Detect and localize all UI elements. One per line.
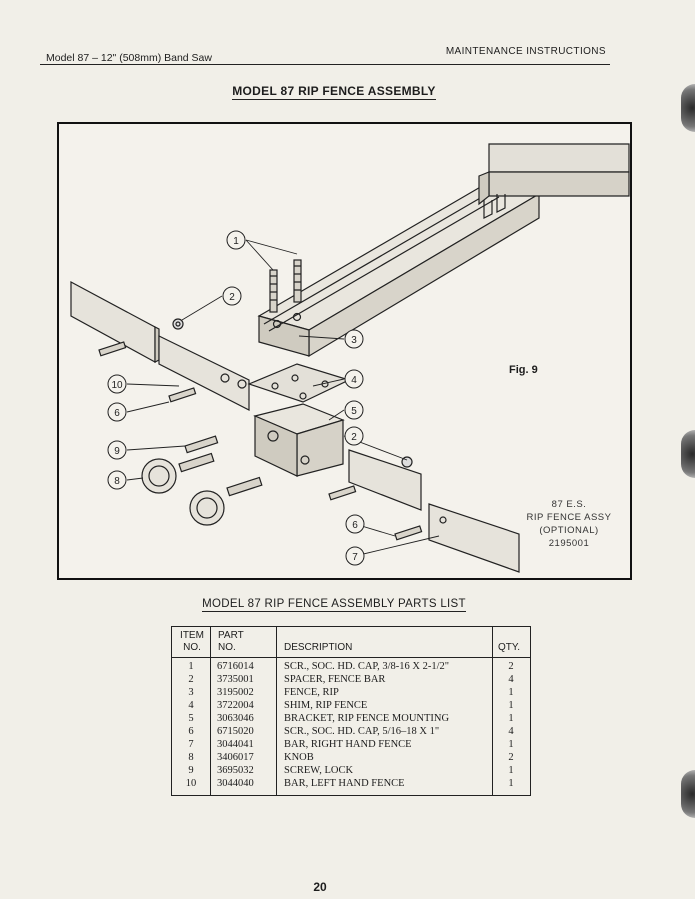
cell-description: SCREW, LOCK	[284, 765, 354, 776]
callout-10: 10	[111, 380, 123, 391]
cell-item: 6	[188, 726, 194, 737]
table-row: 4 3722004 SHIM, RIP FENCE 1	[172, 700, 530, 713]
cell-part: 3735001	[217, 674, 254, 685]
table-row: 5 3063046 BRACKET, RIP FENCE MOUNTING 1	[172, 713, 530, 726]
cell-description: BAR, LEFT HAND FENCE	[284, 778, 405, 789]
callout-circles	[107, 230, 365, 566]
rip-fence-bar	[257, 143, 630, 358]
cell-part: 3044040	[217, 778, 254, 789]
header-description: DESCRIPTION	[284, 642, 353, 653]
cell-qty: 4	[508, 674, 514, 685]
table-row: 1 6716014 SCR., SOC. HD. CAP, 3/8-16 X 2-1…	[172, 661, 530, 674]
header-divider	[172, 657, 530, 658]
binder-ring-bottom	[681, 770, 695, 818]
header-part: PART NO.	[218, 630, 244, 653]
cell-item: 1	[188, 661, 194, 672]
cap-screws-top	[269, 259, 302, 313]
left-fence-bar	[70, 280, 250, 411]
cell-description: SCR., SOC. HD. CAP, 5/16–18 X 1"	[284, 726, 440, 737]
cell-description: SPACER, FENCE BAR	[284, 674, 386, 685]
col-divider	[210, 627, 211, 795]
exploded-diagram: 1 2 3 4 5 2 6 7 10 6 9 8	[70, 143, 630, 573]
cell-description: SHIM, RIP FENCE	[284, 700, 368, 711]
callout-7: 7	[352, 552, 358, 563]
callout-numbers: 1 2 3 4 5 2 6 7 10 6 9 8	[111, 236, 358, 563]
header-model: Model 87 – 12" (508mm) Band Saw	[46, 52, 212, 64]
table-row: 9 3695032 SCREW, LOCK 1	[172, 765, 530, 778]
cell-description: KNOB	[284, 752, 314, 763]
cell-description: BAR, RIGHT HAND FENCE	[284, 739, 412, 750]
cell-qty: 1	[508, 778, 514, 789]
table-row: 6 6715020 SCR., SOC. HD. CAP, 5/16–18 X 1"…	[172, 726, 530, 739]
cell-qty: 1	[508, 713, 514, 724]
cell-description: SCR., SOC. HD. CAP, 3/8-16 X 2-1/2"	[284, 661, 450, 672]
cell-part: 3722004	[217, 700, 254, 711]
cap-screws-side	[98, 341, 423, 541]
callout-6: 6	[114, 408, 120, 419]
cell-qty: 4	[508, 726, 514, 737]
cell-qty: 1	[508, 765, 514, 776]
figure-label: Fig. 9	[509, 364, 538, 376]
table-row: 3 3195002 FENCE, RIP 1	[172, 687, 530, 700]
page-number: 20	[313, 880, 327, 894]
cell-part: 6715020	[217, 726, 254, 737]
cell-qty: 1	[508, 687, 514, 698]
cell-description: FENCE, RIP	[284, 687, 339, 698]
callout-8: 8	[114, 476, 120, 487]
binder-ring-middle	[681, 430, 695, 478]
table-row: 10 3044040 BAR, LEFT HAND FENCE 1	[172, 778, 530, 791]
header-qty: QTY.	[498, 642, 521, 653]
callout-2: 2	[229, 292, 235, 303]
cell-item: 8	[188, 752, 194, 763]
header-item: ITEM NO.	[180, 630, 204, 653]
callout-5: 5	[351, 406, 357, 417]
table-row: 8 3406017 KNOB 2	[172, 752, 530, 765]
mounting-bracket	[253, 403, 345, 477]
cell-item: 3	[188, 687, 194, 698]
cell-item: 4	[188, 700, 194, 711]
cell-part: 3063046	[217, 713, 254, 724]
parts-list-title: MODEL 87 RIP FENCE ASSEMBLY PARTS LIST	[202, 598, 466, 612]
callout-6b: 6	[352, 520, 358, 531]
knobs	[141, 452, 263, 526]
right-fence-bar	[348, 449, 520, 573]
col-divider	[276, 627, 277, 795]
callout-1: 1	[233, 236, 239, 247]
cell-part: 3406017	[217, 752, 254, 763]
cell-part: 3044041	[217, 739, 254, 750]
cell-item: 9	[188, 765, 194, 776]
cell-item: 10	[185, 778, 197, 789]
cell-item: 7	[188, 739, 194, 750]
callout-3: 3	[351, 335, 357, 346]
table-row: 7 3044041 BAR, RIGHT HAND FENCE 1	[172, 739, 530, 752]
optional-assembly-note: 87 E.S. RIP FENCE ASSY (OPTIONAL) 219500…	[526, 499, 612, 549]
cell-part: 3195002	[217, 687, 254, 698]
cell-qty: 2	[508, 661, 514, 672]
cell-description: BRACKET, RIP FENCE MOUNTING	[284, 713, 450, 724]
figure-title: MODEL 87 RIP FENCE ASSEMBLY	[232, 84, 436, 100]
cell-part: 3695032	[217, 765, 254, 776]
callout-9: 9	[114, 446, 120, 457]
cell-item: 2	[188, 674, 194, 685]
cell-part: 6716014	[217, 661, 254, 672]
cell-qty: 1	[508, 700, 514, 711]
exploded-view-figure: 1 2 3 4 5 2 6 7 10 6 9 8 Fig. 9 87 E.S. …	[57, 122, 632, 580]
page-header: Model 87 – 12" (508mm) Band Saw MAINTENA…	[40, 44, 610, 65]
header-section: MAINTENANCE INSTRUCTIONS	[445, 46, 606, 57]
cell-qty: 1	[508, 739, 514, 750]
binder-ring-top	[681, 84, 695, 132]
table-row: 2 3735001 SPACER, FENCE BAR 4	[172, 674, 530, 687]
leader-lines	[126, 239, 440, 557]
callout-2b: 2	[351, 432, 357, 443]
callout-4: 4	[351, 375, 357, 386]
cell-item: 5	[188, 713, 194, 724]
col-divider	[492, 627, 493, 795]
cell-qty: 2	[508, 752, 514, 763]
